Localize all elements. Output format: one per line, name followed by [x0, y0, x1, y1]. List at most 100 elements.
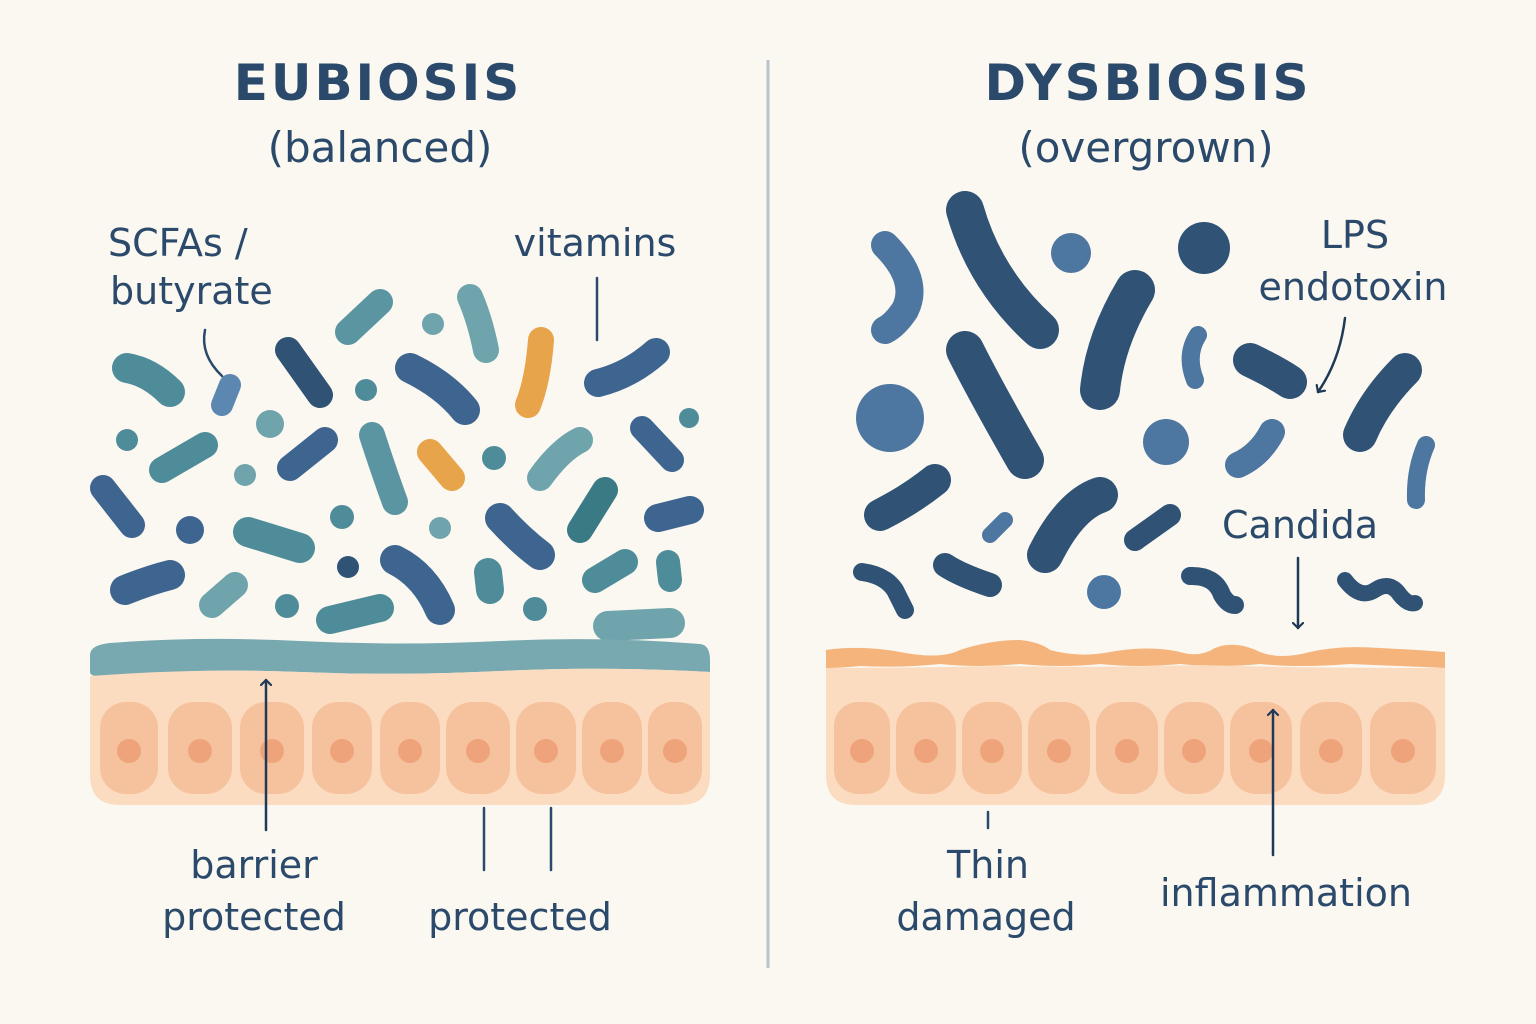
- eubiosis-panel: EUBIOSIS (balanced): [90, 54, 710, 939]
- cell-nucleus: [188, 739, 212, 763]
- bacterium-coccus: [234, 464, 256, 486]
- candida-label: Candida: [1222, 503, 1378, 547]
- bacterium-rod: [644, 496, 704, 532]
- bacterium-rod: [630, 416, 684, 472]
- bacterium-rod: [584, 338, 670, 397]
- bacterium-rod: [457, 284, 499, 363]
- cell-nucleus: [260, 739, 284, 763]
- cell-nucleus: [850, 739, 874, 763]
- bacterium-rod: [359, 422, 408, 515]
- bacterium-rod: [199, 572, 248, 618]
- bacterium-rod: [582, 549, 638, 593]
- bacterium-coccus: [482, 446, 506, 470]
- bacterium-rod: [395, 353, 480, 425]
- scfa-label-line2: butyrate: [110, 269, 273, 313]
- bacterium-rod: [527, 427, 593, 491]
- overgrown-bacteria-cluster: [853, 191, 1435, 619]
- cell-nucleus: [663, 739, 687, 763]
- healthy-bacteria-cluster: [90, 284, 704, 641]
- bacterium-coccus: [176, 516, 204, 544]
- cell-nucleus: [1182, 739, 1206, 763]
- bacterium-rod: [380, 545, 455, 625]
- cell-nucleus: [980, 739, 1004, 763]
- candida-bacterium: [1337, 572, 1423, 612]
- damaged-mucus-layer: [826, 640, 1445, 668]
- bacterium-rod: [1124, 504, 1181, 551]
- bacterium-coccus: [116, 429, 138, 451]
- cell-nucleus: [1391, 739, 1415, 763]
- bacterium-rod: [485, 503, 555, 570]
- cell-nucleus: [117, 739, 141, 763]
- lps-label-line1: LPS: [1321, 213, 1389, 257]
- bacterium-rod: [1225, 419, 1285, 478]
- cell-nucleus: [330, 739, 354, 763]
- bacterium-rod: [90, 475, 145, 538]
- bacterium-rod: [233, 517, 315, 563]
- cell-nucleus: [1319, 739, 1343, 763]
- bacterium-coccus: [355, 379, 377, 401]
- bacterium-rod: [946, 191, 1059, 349]
- healthy-bacteria-cocci: [116, 313, 699, 621]
- bacterium-rod: [567, 477, 618, 543]
- cell-nucleus: [914, 739, 938, 763]
- bacterium-coccus: [523, 597, 547, 621]
- bacterium-rod: [1343, 353, 1422, 452]
- bacterium-rod: [112, 353, 185, 407]
- bacterium-rod: [275, 337, 333, 408]
- bacterium-rod: [277, 427, 338, 481]
- bacterium-coccus: [679, 408, 699, 428]
- bacterium-rod: [1233, 343, 1307, 399]
- barrier-label-line1: barrier: [190, 843, 318, 887]
- bacterium-coccus: [1143, 419, 1189, 465]
- cell-nucleus: [466, 739, 490, 763]
- bacterium-coccus: [1178, 222, 1230, 274]
- protected-label: protected: [428, 895, 612, 939]
- barrier-label-line2: protected: [162, 895, 346, 939]
- cell-nucleus: [398, 739, 422, 763]
- bacterium-rod: [1406, 436, 1435, 509]
- bacterium-coccus: [429, 517, 451, 539]
- bacterium-rod: [1027, 477, 1118, 573]
- cell-nucleus: [1115, 739, 1139, 763]
- bacterium-coccus: [275, 594, 299, 618]
- lps-arrow: [1318, 316, 1347, 394]
- scfa-label-line1: SCFAs /: [108, 221, 248, 265]
- bacterium-coccus: [856, 384, 924, 452]
- bacterium-rod: [1080, 270, 1155, 410]
- bacterium-rod: [515, 327, 554, 418]
- bacterium-rod: [335, 289, 393, 345]
- eubiosis-subtitle: (balanced): [268, 123, 493, 172]
- thin-label-line1: Thin: [946, 843, 1029, 887]
- cell-nucleus: [600, 739, 624, 763]
- bacterium-rod: [853, 563, 914, 619]
- bacterium-rod: [1181, 326, 1207, 389]
- lps-label-line2: endotoxin: [1259, 265, 1448, 309]
- eubiosis-title: EUBIOSIS: [234, 54, 523, 112]
- inflammation-label: inflammation: [1160, 871, 1412, 915]
- bacterium-rod: [149, 432, 218, 483]
- bacterium-rod: [110, 560, 185, 605]
- damaged-epithelial-cells: [834, 702, 1436, 794]
- dysbiosis-subtitle: (overgrown): [1018, 123, 1273, 172]
- bacterium-coccus: [337, 556, 359, 578]
- healthy-epithelial-cells: [100, 702, 702, 794]
- vitamins-label: vitamins: [514, 221, 677, 265]
- healthy-mucus-layer: [90, 638, 710, 677]
- bacterium-rod: [593, 608, 685, 641]
- cell-nucleus: [534, 739, 558, 763]
- bacterium-coccus: [256, 410, 284, 438]
- bacterium-rod: [417, 439, 465, 491]
- bacterium-coccus: [1087, 575, 1121, 609]
- thin-label-line2: damaged: [896, 895, 1075, 939]
- cell-nucleus: [1249, 739, 1273, 763]
- bacterium-rod: [316, 594, 394, 634]
- dysbiosis-panel: DYSBIOSIS (overgrown): [826, 54, 1447, 939]
- overgrown-bacteria-cocci: [856, 222, 1230, 609]
- bacterium-coccus: [1051, 233, 1091, 273]
- bacterium-rod: [211, 374, 241, 416]
- bacterium-rod: [656, 550, 682, 592]
- bacterium-rod: [933, 553, 1002, 597]
- cell-nucleus: [1047, 739, 1071, 763]
- bacterium-rod: [864, 464, 951, 531]
